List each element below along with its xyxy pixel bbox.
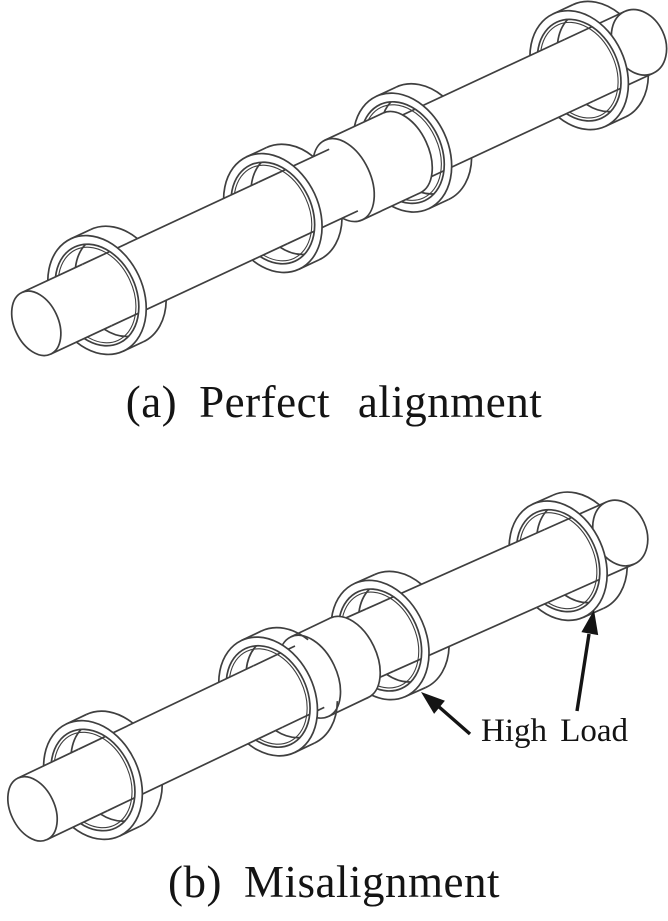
- caption-b-label: (b): [168, 857, 222, 907]
- shaft-right-section: [311, 478, 649, 717]
- panel-b-drawing: High Load: [7, 478, 649, 857]
- shaft-left-section: [7, 613, 382, 857]
- caption-panel-b: (b) Misalignment: [0, 856, 668, 908]
- shaft-left-stub: [7, 748, 109, 842]
- caption-a-text: Perfect alignment: [199, 377, 543, 427]
- arrow-to-bearing-3-icon: [421, 692, 472, 736]
- shaft-assembly-aligned: [10, 0, 668, 372]
- high-load-annotation: High Load: [421, 610, 629, 749]
- shaft-right-stub: [564, 8, 668, 102]
- arrow-to-bearing-4-icon: [575, 610, 599, 712]
- shaft-left-end-cap: [7, 775, 59, 842]
- panel-a-drawing: [10, 0, 668, 372]
- shaft-right-stub: [543, 499, 649, 593]
- high-load-label: High Load: [481, 713, 629, 749]
- shaft-left-stub: [10, 263, 112, 357]
- shaft-assembly-misaligned: High Load: [7, 478, 649, 857]
- coupling-sleeve: [311, 110, 434, 223]
- caption-b-text: Misalignment: [244, 857, 500, 907]
- caption-a-label: (a): [125, 377, 178, 427]
- arrowhead-icon: [581, 610, 599, 636]
- arrowhead-icon: [421, 692, 445, 714]
- shaft-left-end-cap: [10, 290, 62, 357]
- caption-panel-a: (a) Perfect alignment: [0, 376, 668, 428]
